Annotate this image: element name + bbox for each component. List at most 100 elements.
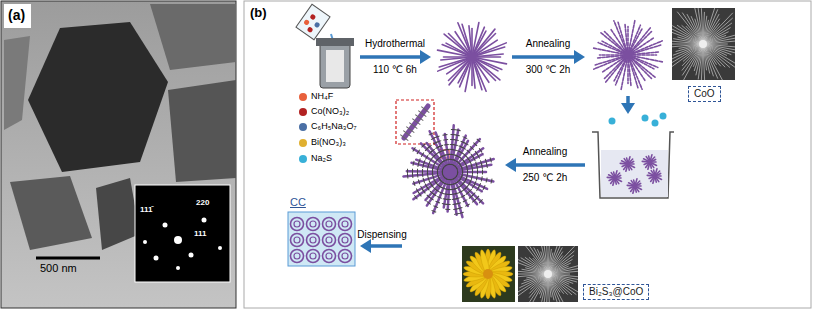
nanowire-spike	[633, 52, 659, 55]
nanowire-spike	[474, 62, 486, 92]
nanowire-spike	[469, 26, 472, 52]
sem-nanowire	[548, 255, 574, 274]
cloth-fiber-spiral	[323, 234, 336, 247]
cloth-fiber-spiral	[310, 237, 316, 243]
arrow-shaft	[360, 55, 420, 59]
urchin-core	[648, 160, 652, 164]
sem-core	[699, 40, 707, 48]
sem-nanowire	[548, 274, 565, 302]
hexagonal-plate	[28, 22, 168, 172]
urchin-core	[467, 52, 477, 62]
beaker	[296, 4, 330, 40]
sem-nanowire	[672, 44, 703, 69]
nanowire-spike	[627, 60, 629, 84]
zoom-box	[396, 100, 434, 144]
sem-nanowire	[703, 44, 725, 67]
nanowire-spike	[630, 161, 634, 163]
nanowire-spike	[651, 171, 654, 175]
arrow-head	[505, 158, 516, 172]
sem-nanowire	[703, 44, 705, 80]
cloth-fiber-spiral	[310, 221, 316, 227]
na2s-ball	[609, 118, 616, 125]
urchin-core	[623, 50, 633, 60]
substrate-label: CC	[290, 196, 306, 209]
nanowire-spike	[636, 181, 639, 185]
nanowire-spike	[471, 62, 473, 86]
crystal-plate	[4, 36, 30, 130]
bi2s3-nanorods	[457, 165, 491, 171]
legend-text: C₆H₅Na₃O₇	[311, 121, 357, 131]
scale-bar-label: 500 nm	[40, 262, 77, 275]
nanowire-spike	[629, 159, 632, 163]
nanowire-spike	[644, 163, 648, 165]
urchin-core	[613, 176, 617, 180]
panel-label-box	[4, 4, 31, 28]
nanowire-spike	[629, 187, 633, 189]
legend-ball	[299, 155, 307, 163]
nanowire-spike	[622, 165, 626, 167]
sem-nanowire	[518, 274, 548, 277]
bi2s3-nanorods	[457, 159, 494, 170]
cloth-fiber-spiral	[307, 250, 320, 263]
sem-nanowire	[548, 274, 550, 302]
nanowire-spike	[656, 178, 659, 182]
sample-label-box: CoO	[688, 86, 721, 102]
sem-nanowire	[518, 274, 548, 297]
cloth-fiber-spiral	[310, 253, 316, 259]
nanowire-spike	[651, 157, 654, 161]
process-arrow	[621, 96, 635, 114]
diffraction-spot	[163, 223, 168, 228]
nanowire-spike	[457, 165, 491, 171]
diffraction-spot	[143, 240, 147, 244]
urchin-illustration	[607, 171, 621, 185]
reaction-beaker	[592, 113, 674, 199]
sem-nanowire	[672, 44, 703, 64]
legend-ball	[299, 139, 307, 147]
arrow-head	[574, 50, 585, 64]
cloth-fiber-spiral	[307, 234, 320, 247]
scale-bar	[36, 257, 100, 260]
nanowire-spike	[631, 181, 634, 185]
cloth-fiber-spiral	[339, 218, 352, 231]
process-arrow	[360, 50, 431, 64]
legend-text: Na₂S	[311, 153, 332, 163]
cloth-fiber-spiral	[291, 234, 304, 247]
na2s-ball	[660, 113, 667, 120]
sem-nanowire	[703, 44, 718, 79]
sem-nanowire	[539, 246, 548, 274]
sem-texture	[672, 8, 735, 80]
cloth-fiber-spiral	[339, 250, 352, 263]
sem-nanowire	[703, 44, 723, 80]
sample-label-box: Bi₂S₃@CoO	[583, 284, 649, 300]
nanowire-spike	[594, 57, 624, 69]
urchin-core	[633, 184, 637, 188]
sem-nanowire	[548, 268, 578, 274]
cloth-fiber-spiral	[342, 253, 348, 259]
diffraction-spot	[189, 253, 194, 258]
cloth-fiber-spiral	[294, 253, 300, 259]
urchin-illustration	[620, 157, 634, 171]
cloth-fiber-spiral	[342, 221, 348, 227]
nanowire-spike	[462, 24, 470, 52]
cloth-fiber-spiral	[326, 221, 332, 227]
tem-image	[1, 1, 236, 308]
precursor-ball	[309, 14, 316, 21]
legend-ball	[299, 123, 307, 131]
nanowire-spike	[457, 159, 494, 170]
nanowire-spike	[477, 54, 503, 57]
carbon-cloth	[288, 212, 355, 266]
sem-core	[544, 270, 552, 278]
cloth-fiber-spiral	[294, 221, 300, 227]
precursor-ball	[314, 21, 321, 28]
nanowire-spike	[633, 45, 661, 53]
process-arrow	[505, 158, 585, 172]
diffraction-spot	[176, 266, 180, 270]
crystal-plate	[168, 80, 236, 182]
sem-nanowire	[547, 246, 548, 274]
diffraction-spot	[174, 236, 182, 244]
sample-name: CoO	[694, 88, 715, 99]
beaker-icon	[296, 4, 330, 40]
nanowire-spike	[629, 60, 637, 88]
step-label: Annealing	[526, 38, 570, 50]
diffraction-spot	[202, 218, 207, 223]
